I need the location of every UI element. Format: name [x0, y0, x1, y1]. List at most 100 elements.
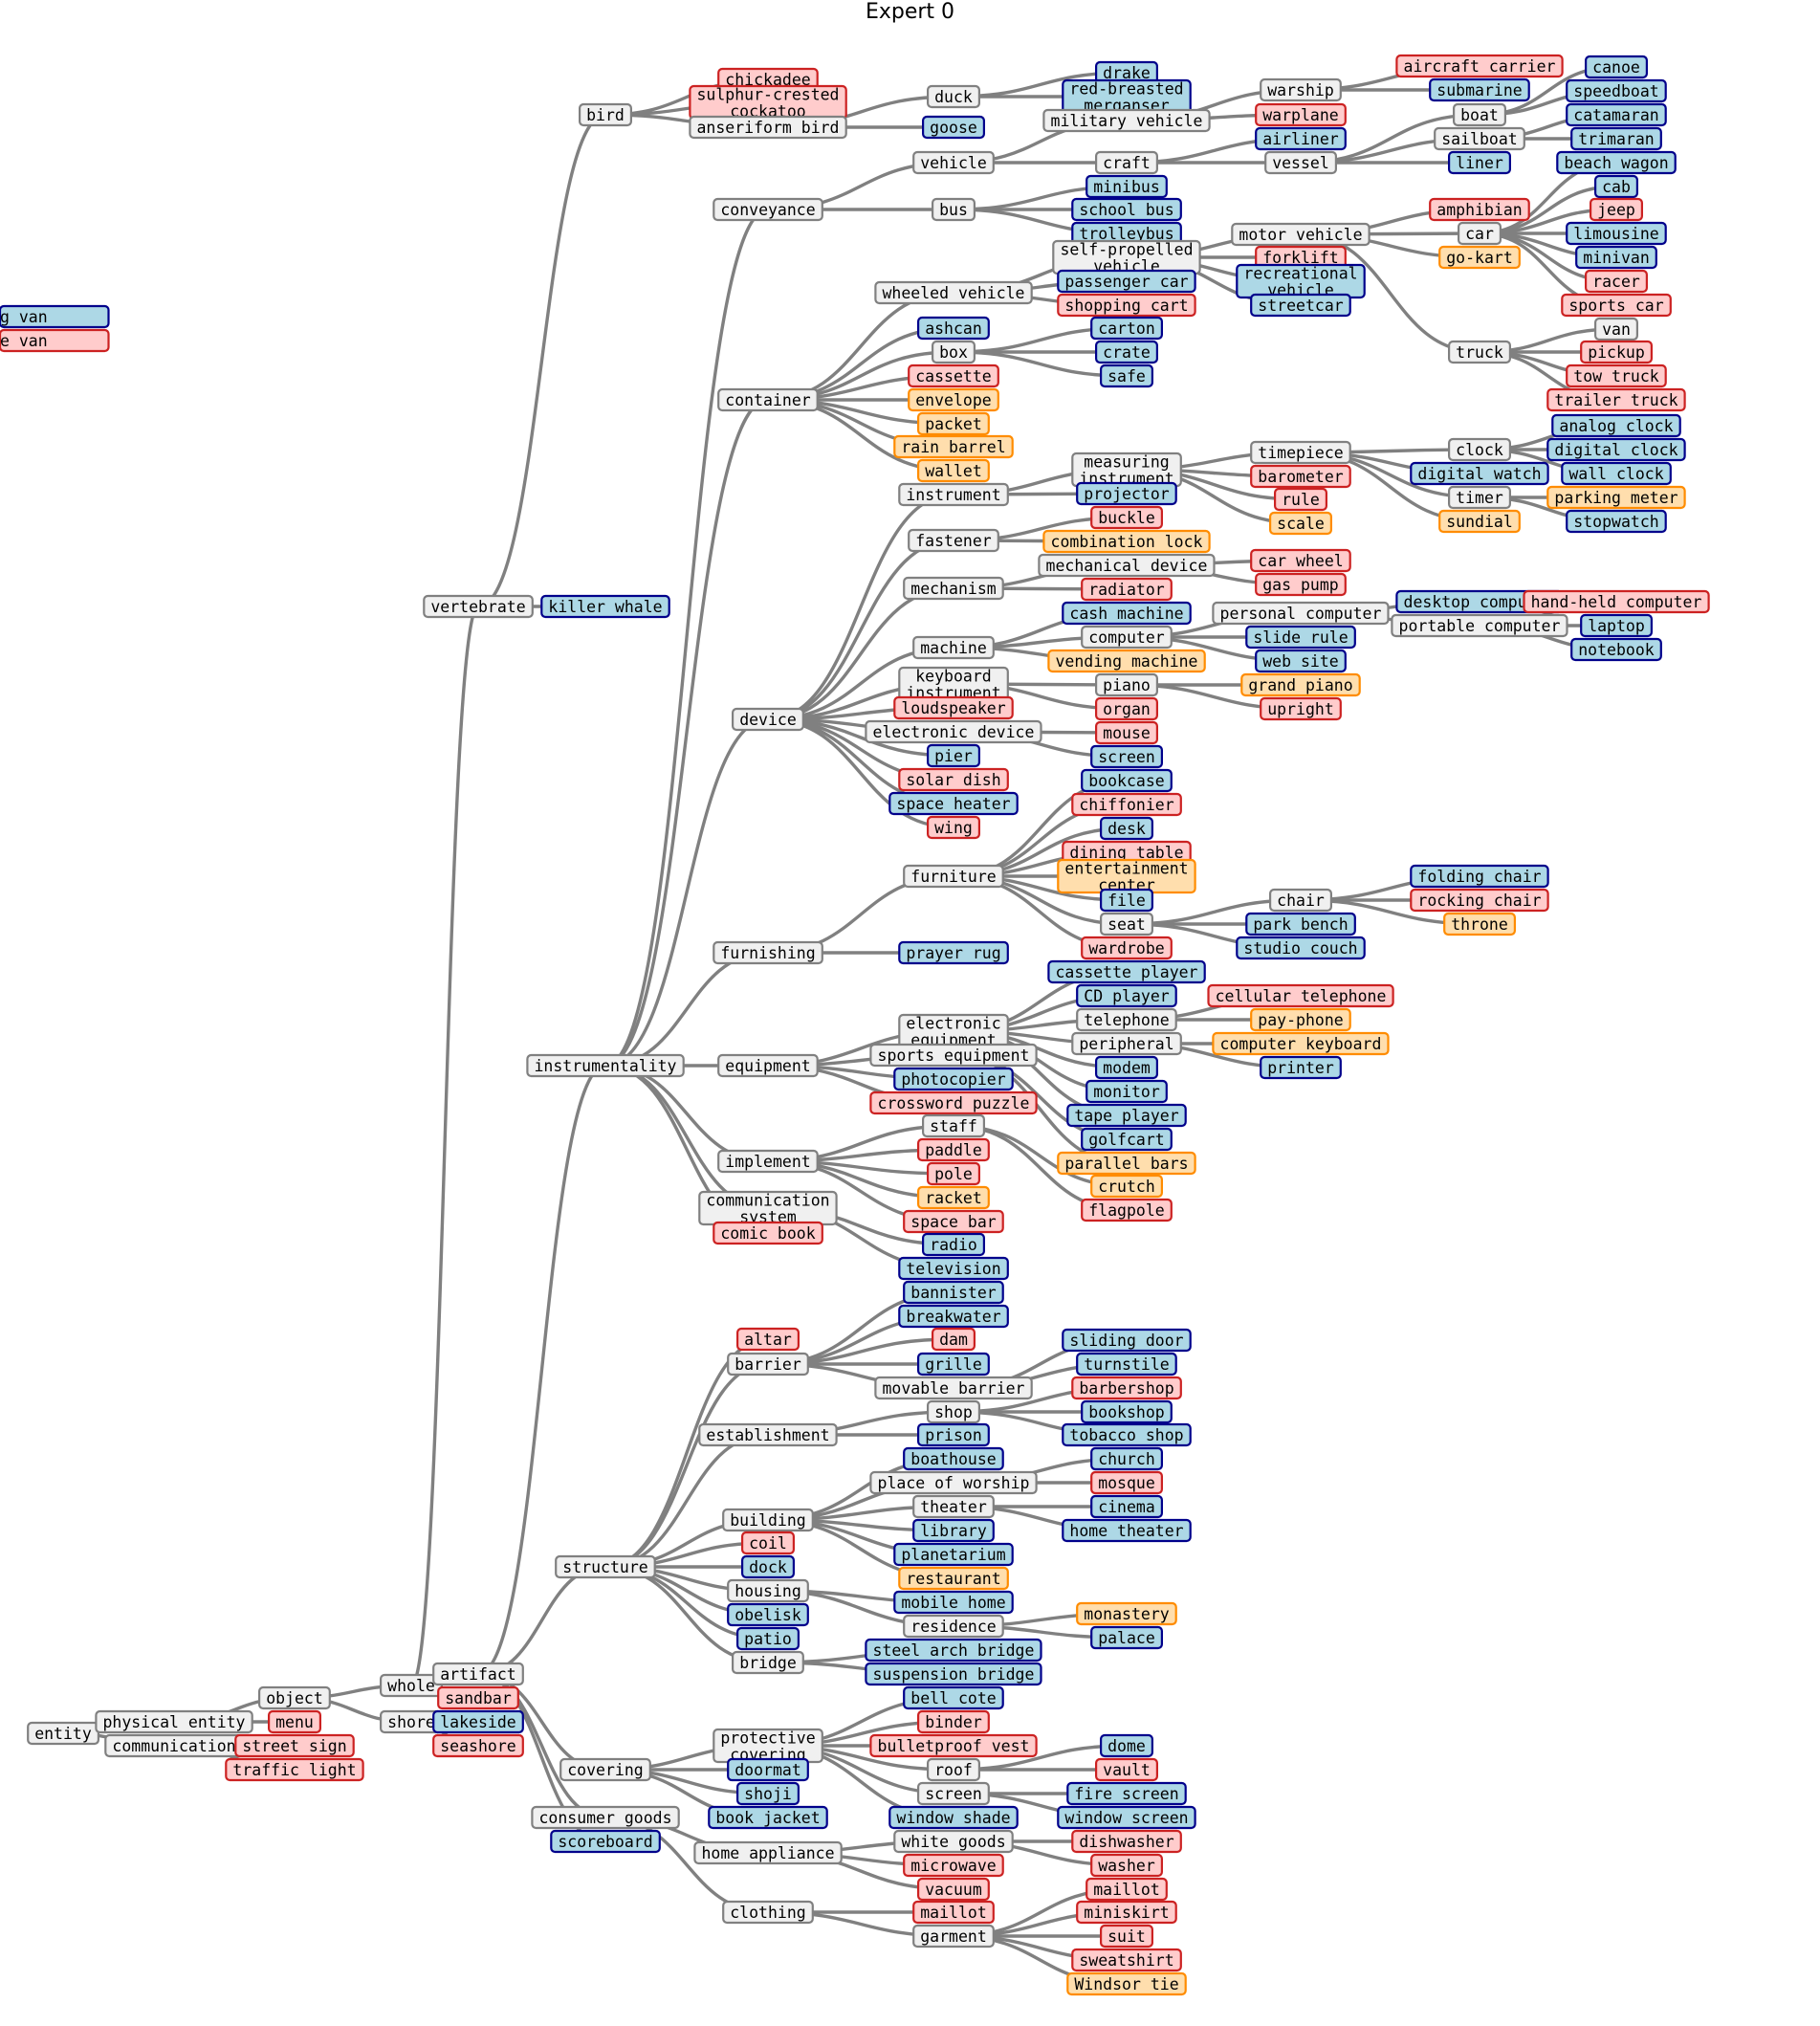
node-label: mechanical device — [1046, 557, 1208, 575]
node-label: scale — [1277, 515, 1325, 533]
node-box — [1429, 77, 1530, 102]
node-label: library — [920, 1522, 987, 1540]
node-goose: goose — [921, 115, 985, 140]
node-scale: scale — [1268, 511, 1332, 536]
node-label: television — [906, 1260, 1000, 1278]
node-tape-player: tape player — [1066, 1103, 1187, 1128]
node-airliner: airliner — [1255, 126, 1347, 151]
node-box — [0, 304, 110, 329]
node-paddle: paddle — [916, 1137, 990, 1162]
node-beach-wagon: beach wagon — [1556, 150, 1677, 175]
node-box — [1066, 1103, 1187, 1128]
node-label: upright — [1267, 700, 1334, 718]
node-label: bus — [939, 201, 968, 219]
node-box — [903, 1280, 1004, 1305]
node-box — [1250, 464, 1351, 489]
node-carton: carton — [1090, 316, 1163, 341]
node-label: moving van — [0, 308, 48, 326]
node-label: shopping cart — [1064, 297, 1188, 315]
node-box — [693, 1840, 843, 1865]
node-label: projector — [1084, 485, 1169, 503]
node-home-appliance: home appliance — [693, 1840, 843, 1865]
node-label: photocopier — [901, 1070, 1005, 1089]
node-label: furnishing — [720, 944, 815, 962]
node-label: gas pump — [1262, 576, 1338, 594]
node-label: file — [1107, 892, 1146, 910]
node-box — [1094, 672, 1158, 697]
node-label: mechanism — [910, 580, 996, 598]
node-vault: vault — [1094, 1757, 1158, 1782]
node-jeep: jeep — [1589, 197, 1643, 222]
node-box — [1593, 174, 1638, 199]
node-crossword-puzzle: crossword puzzle — [869, 1090, 1038, 1115]
node-box — [559, 1757, 651, 1782]
node-label: staff — [930, 1117, 977, 1135]
node-label: slide rule — [1253, 628, 1348, 647]
node-label: trailer truck — [1554, 391, 1677, 409]
node-seat: seat — [1099, 912, 1153, 936]
node-box — [1042, 529, 1211, 554]
node-trailer-truck: trailer truck — [1546, 387, 1686, 412]
node-label: limousine — [1573, 225, 1658, 243]
node-box — [1099, 1733, 1153, 1758]
node-box — [1057, 293, 1196, 318]
node-label: sundial — [1446, 513, 1513, 531]
node-label: window shade — [896, 1809, 1010, 1827]
node-palace: palace — [1090, 1625, 1163, 1650]
node-label: radiator — [1088, 581, 1165, 599]
node-label: machine — [920, 639, 987, 657]
node-label: crossword puzzle — [878, 1094, 1030, 1112]
node-box — [898, 1566, 1009, 1591]
node-peripheral: peripheral — [1071, 1031, 1182, 1056]
node-motor-vehicle: motor vehicle — [1231, 222, 1370, 247]
node-box — [526, 1053, 685, 1078]
node-label: maillot — [920, 1904, 987, 1922]
node-church: church — [1090, 1446, 1163, 1471]
node-speedboat: speedboat — [1566, 78, 1667, 103]
node-label: envelope — [915, 391, 991, 409]
node-label: mobile home — [901, 1594, 1005, 1612]
node-label: shop — [934, 1403, 973, 1421]
node-box — [912, 1494, 995, 1519]
node-radio: radio — [921, 1232, 985, 1257]
node-box — [1076, 1352, 1177, 1376]
node-vending-machine: vending machine — [1047, 649, 1206, 673]
node-label: police van — [0, 332, 48, 350]
node-label: combination lock — [1051, 533, 1203, 551]
node-box — [1566, 363, 1667, 388]
node-seashore: seashore — [432, 1733, 524, 1758]
node-lakeside: lakeside — [432, 1709, 524, 1734]
node-box — [1062, 1518, 1192, 1543]
node-label: suspension bridge — [873, 1665, 1035, 1684]
node-box — [1081, 936, 1173, 960]
node-label: grand piano — [1248, 676, 1352, 694]
node-label: liner — [1456, 154, 1503, 172]
node-box — [898, 482, 1009, 507]
edge-box-safe — [953, 350, 1128, 378]
node-label: airliner — [1262, 130, 1339, 148]
node-box — [689, 115, 847, 140]
node-label: cassette player — [1055, 963, 1197, 981]
node-box — [1066, 1781, 1187, 1806]
node-box — [1245, 625, 1356, 650]
node-minibus: minibus — [1085, 174, 1168, 199]
node-dishwasher: dishwasher — [1071, 1829, 1182, 1854]
node-box — [1443, 912, 1516, 936]
node-box — [1099, 1924, 1153, 1949]
node-box — [912, 150, 995, 175]
node-bookcase: bookcase — [1081, 768, 1173, 793]
node-box — [1584, 269, 1648, 294]
node-box — [1570, 637, 1662, 662]
node-label: portable computer — [1399, 617, 1561, 635]
node-box — [916, 1352, 990, 1376]
node-duck: duck — [926, 84, 980, 109]
node-label: killer whale — [548, 598, 662, 616]
node-box — [1566, 78, 1667, 103]
node-box — [1447, 340, 1511, 364]
node-label: covering — [567, 1761, 643, 1779]
node-label: structure — [562, 1558, 647, 1576]
node-streetcar: streetcar — [1250, 293, 1351, 318]
node-grand-piano: grand piano — [1240, 672, 1361, 697]
node-box — [1090, 1494, 1163, 1519]
node-go-kart: go-kart — [1438, 245, 1521, 270]
